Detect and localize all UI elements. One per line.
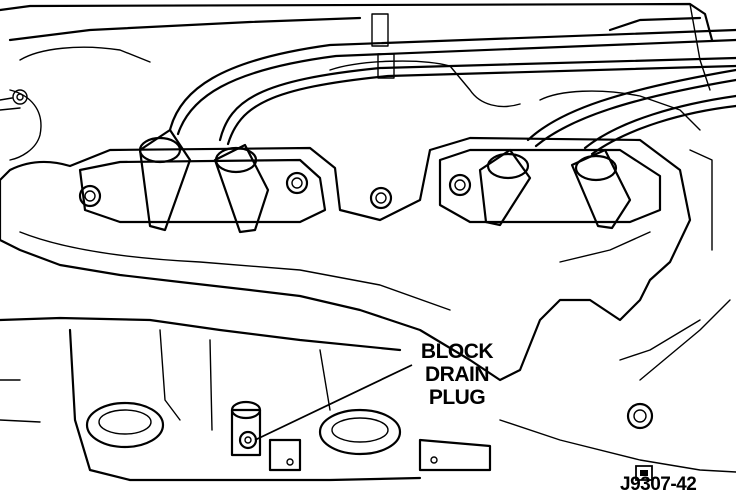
lower-engine-block: [0, 299, 736, 482]
callout-line: PLUG: [428, 386, 486, 409]
callout-leader-line: [254, 364, 413, 441]
spark-plug-boot: [213, 143, 270, 234]
bolt-icon: [626, 402, 654, 430]
manifold-bolts: [78, 171, 654, 430]
spark-plug-wires: [168, 13, 736, 156]
spark-plug-boot: [478, 148, 532, 227]
bolt-icon: [448, 173, 472, 197]
callout-line: BLOCK: [420, 340, 494, 363]
core-plug: [85, 401, 165, 449]
core-plug: [318, 408, 402, 456]
block-drain-plug-label: BLOCK DRAIN PLUG: [412, 340, 502, 409]
spark-plug-boot: [138, 128, 192, 232]
bolt-icon: [369, 186, 393, 210]
chrysler-pentastar-icon: [635, 465, 653, 481]
spark-plug-boots: [138, 128, 632, 234]
spark-plug-boot: [570, 148, 632, 230]
callout-line: DRAIN: [425, 363, 490, 386]
exhaust-manifold: [0, 136, 692, 382]
cylinder-head: [0, 2, 714, 251]
bolt-icon: [78, 184, 102, 208]
figure-id: J9307-42: [620, 474, 697, 495]
bolt-icon: [285, 171, 309, 195]
block-drain-plug: [230, 400, 262, 457]
